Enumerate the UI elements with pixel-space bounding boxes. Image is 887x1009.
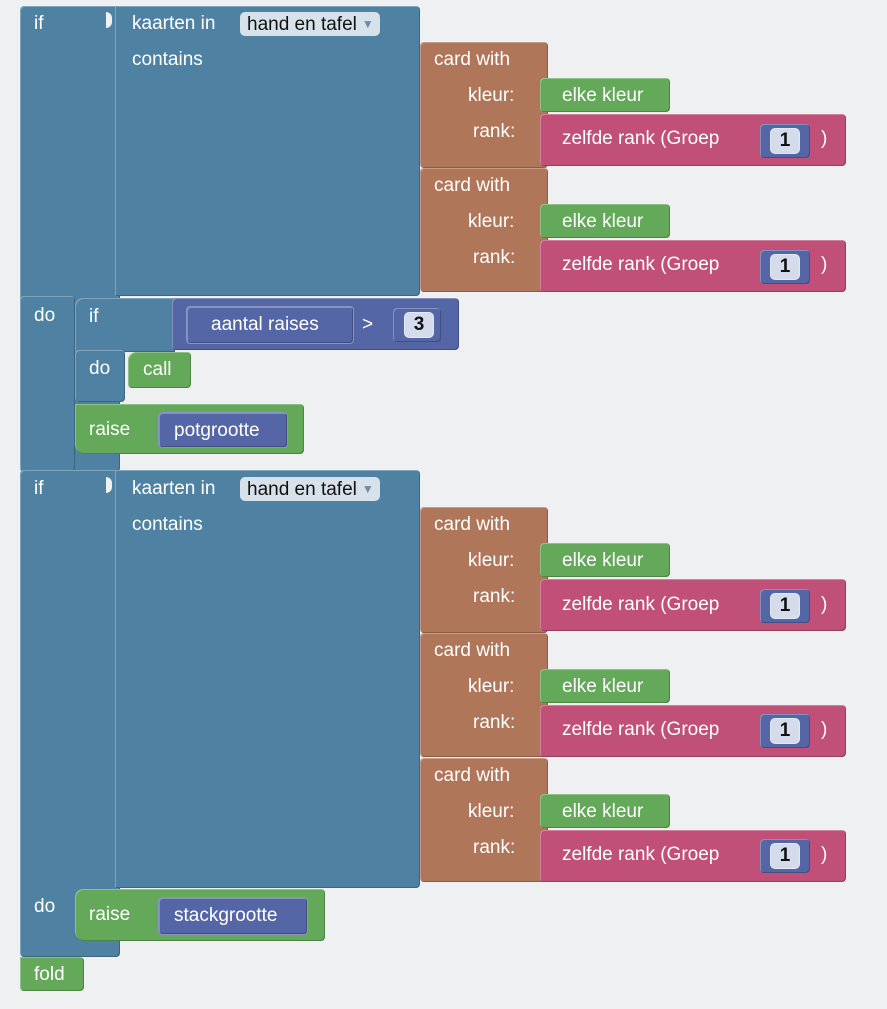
close-paren: ) — [821, 844, 828, 865]
contains-label: contains — [132, 49, 203, 70]
contains-label: contains — [132, 514, 203, 535]
dropdown-value: hand en tafel — [247, 14, 357, 35]
zelfde-rank-label: zelfde rank (Groep — [562, 844, 720, 865]
card-with-label: card with — [434, 49, 511, 70]
aantal-raises-label: aantal raises — [211, 314, 319, 335]
if-block-1-do-bar — [20, 296, 75, 472]
if-label: if — [34, 13, 44, 34]
raise-label: raise — [89, 419, 131, 440]
stackgrootte-variable[interactable] — [158, 897, 308, 935]
zelfde-rank-label: zelfde rank (Groep — [562, 128, 720, 149]
rank-label: rank: — [473, 712, 516, 733]
kaarten-in-label: kaarten in — [132, 13, 216, 34]
elke-kleur-block[interactable] — [540, 794, 670, 828]
fold-label: fold — [34, 964, 65, 985]
nested-if-do-bar — [75, 350, 125, 402]
group-number-field[interactable]: 1 — [770, 128, 800, 154]
rank-label: rank: — [473, 837, 516, 858]
elke-kleur-block[interactable] — [540, 78, 670, 112]
card-with-block[interactable] — [420, 633, 548, 757]
kaarten-in-label: kaarten in — [132, 478, 216, 499]
greater-than-operator[interactable]: > — [362, 314, 374, 335]
group-number-field[interactable]: 1 — [770, 843, 800, 869]
card-with-block[interactable] — [420, 168, 548, 292]
potgrootte-label: potgrootte — [174, 420, 260, 441]
compare-number-field[interactable]: 3 — [404, 312, 434, 338]
card-with-block[interactable] — [420, 758, 548, 882]
card-with-label: card with — [434, 175, 511, 196]
kleur-label: kleur: — [468, 85, 515, 106]
zelfde-rank-label: zelfde rank (Groep — [562, 594, 720, 615]
do-label: do — [34, 305, 56, 326]
close-paren: ) — [821, 254, 828, 275]
rank-label: rank: — [473, 247, 516, 268]
close-paren: ) — [821, 719, 828, 740]
card-with-label: card with — [434, 514, 511, 535]
elke-kleur-label: elke kleur — [562, 550, 644, 571]
dropdown-arrow-icon: ▼ — [361, 482, 374, 496]
rank-label: rank: — [473, 121, 516, 142]
group-number-field[interactable]: 1 — [770, 254, 800, 280]
zelfde-rank-label: zelfde rank (Groep — [562, 719, 720, 740]
kleur-label: kleur: — [468, 550, 515, 571]
hand-en-tafel-dropdown[interactable]: hand en tafel ▼ — [240, 477, 380, 501]
stackgrootte-label: stackgrootte — [174, 905, 278, 926]
card-with-block[interactable] — [420, 507, 548, 633]
input-notch — [106, 477, 112, 493]
elke-kleur-label: elke kleur — [562, 801, 644, 822]
nested-do-label: do — [89, 358, 111, 379]
close-paren: ) — [821, 594, 828, 615]
elke-kleur-label: elke kleur — [562, 211, 644, 232]
nested-if-label: if — [89, 306, 99, 327]
dropdown-arrow-icon: ▼ — [361, 17, 374, 31]
nested-if-block[interactable] — [75, 298, 175, 352]
elke-kleur-label: elke kleur — [562, 85, 644, 106]
input-notch — [106, 12, 112, 28]
call-label: call — [143, 359, 172, 380]
close-paren: ) — [821, 128, 828, 149]
hand-en-tafel-dropdown[interactable]: hand en tafel ▼ — [240, 12, 380, 36]
if-block-1-header — [115, 6, 420, 296]
kleur-label: kleur: — [468, 801, 515, 822]
if-label: if — [34, 478, 44, 499]
elke-kleur-block[interactable] — [540, 669, 670, 703]
rank-label: rank: — [473, 586, 516, 607]
fold-block[interactable] — [20, 957, 84, 991]
if-block-2-header — [115, 470, 420, 888]
call-block[interactable] — [128, 352, 191, 388]
card-with-label: card with — [434, 765, 511, 786]
card-with-label: card with — [434, 640, 511, 661]
group-number-field[interactable]: 1 — [770, 593, 800, 619]
kleur-label: kleur: — [468, 211, 515, 232]
do-label: do — [34, 896, 56, 917]
dropdown-value: hand en tafel — [247, 479, 357, 500]
card-with-block[interactable] — [420, 42, 548, 168]
potgrootte-variable[interactable] — [158, 412, 288, 448]
group-number-field[interactable]: 1 — [770, 718, 800, 744]
aantal-raises-variable[interactable] — [186, 306, 354, 344]
elke-kleur-block[interactable] — [540, 204, 670, 238]
elke-kleur-label: elke kleur — [562, 676, 644, 697]
raise-label: raise — [89, 904, 131, 925]
zelfde-rank-label: zelfde rank (Groep — [562, 254, 720, 275]
if-block-2[interactable] — [20, 470, 120, 957]
elke-kleur-block[interactable] — [540, 543, 670, 577]
kleur-label: kleur: — [468, 676, 515, 697]
